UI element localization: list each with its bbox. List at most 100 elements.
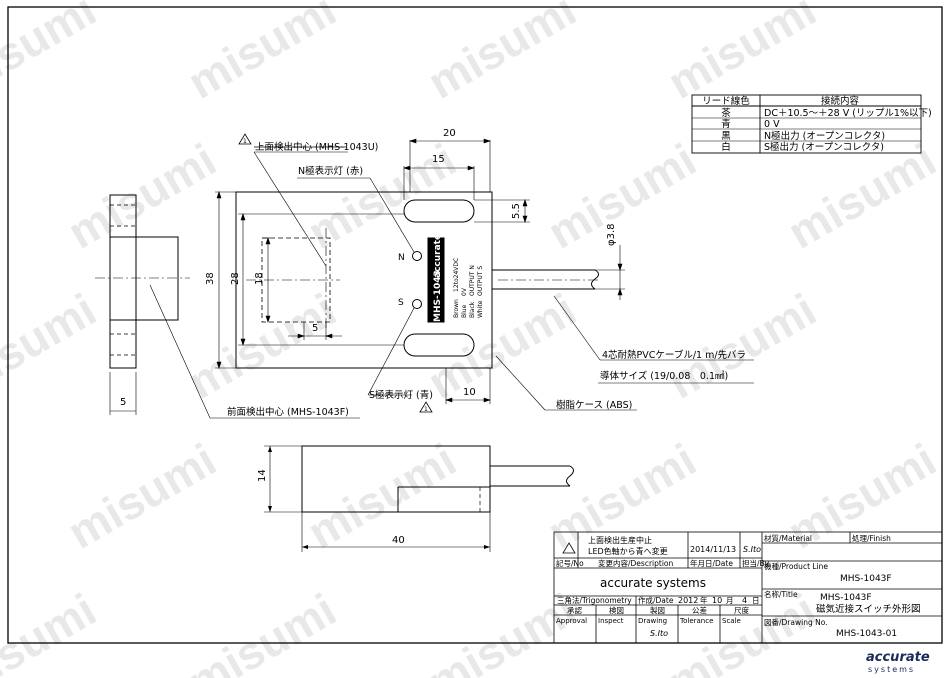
- table-cell: DC＋10.5～＋28 V (リップル1%以下): [764, 108, 932, 119]
- wire-label: 0V: [461, 287, 468, 296]
- product-label: 機種/Product Line: [764, 561, 828, 571]
- wire-label: Blue: [461, 304, 468, 318]
- title-label: 名称/Title: [764, 589, 798, 599]
- created-day-unit: 日: [752, 596, 760, 605]
- dim-15: 15: [432, 154, 445, 165]
- logo-bottom: systems: [868, 665, 915, 674]
- revision-by: S.Ito: [743, 545, 761, 554]
- material-label: 材質/Material: [764, 533, 812, 543]
- dim-40: 40: [392, 535, 405, 546]
- dim-5-5: 5.5: [511, 203, 522, 219]
- created-month: 10: [712, 596, 722, 605]
- title-name: 磁気近接スイッチ外形図: [816, 603, 921, 615]
- table-cell: 黒: [721, 131, 731, 142]
- created-year-unit: 年: [700, 595, 708, 605]
- table-cell: S極出力 (オープンコレクタ): [764, 141, 884, 153]
- warning-number: 1: [243, 138, 247, 145]
- s-pole-mark: S: [398, 298, 404, 308]
- company-name: accurate systems: [600, 576, 706, 590]
- dim-side-5: 5: [120, 397, 126, 408]
- body-label-brand: accurate: [433, 234, 443, 278]
- watermark-text: misumi: [59, 133, 224, 259]
- watermark-text: misumi: [659, 0, 824, 109]
- label-n-lamp: N極表示灯 (赤): [298, 165, 363, 177]
- created-label: 作成/Date: [638, 595, 674, 605]
- table-cell: N極出力 (オープンコレクタ): [764, 130, 885, 142]
- wire-label: White: [477, 300, 484, 318]
- warning-number: 1: [424, 406, 428, 413]
- watermark-text: misumi: [419, 0, 584, 109]
- role-jp: 検図: [609, 605, 624, 615]
- dim-18: 18: [254, 272, 265, 285]
- dim-5: 5: [312, 323, 318, 334]
- watermark-text: misumi: [299, 433, 464, 559]
- label-s-lamp: S極表示灯 (青): [369, 389, 433, 401]
- role-jp: 公差: [692, 605, 707, 615]
- logo-top: accurate: [866, 650, 930, 665]
- created-month-unit: 月: [726, 596, 734, 605]
- table-cell: 青: [721, 118, 731, 130]
- role-jp: 製図: [650, 605, 665, 615]
- wire-label: Brown: [453, 299, 460, 318]
- rev-header: 担当/By: [742, 558, 770, 568]
- side-view: [95, 194, 190, 415]
- bottom-view: [264, 445, 574, 552]
- label-cable: 4芯耐熱PVCケーブル/1 m/先バラ: [602, 349, 746, 361]
- watermark-text: misumi: [0, 583, 104, 678]
- title-block: [553, 531, 943, 644]
- table-header-connection: 接続内容: [821, 95, 860, 107]
- label-front-center: 前面検出中心 (MHS-1043F): [227, 406, 349, 418]
- watermark-text: misumi: [0, 283, 104, 409]
- dim-10: 10: [463, 387, 476, 398]
- revision-note: LED色軸から青へ変更: [588, 546, 668, 556]
- table-cell: 白: [721, 141, 731, 153]
- rev-header: 記号/No: [556, 558, 584, 568]
- created-year: 2012: [678, 596, 698, 605]
- dim-20: 20: [443, 128, 456, 139]
- dim-14: 14: [257, 469, 268, 482]
- table-cell: 茶: [721, 107, 731, 119]
- accurate-systems-logo: accurate systems: [866, 650, 930, 674]
- dimension-lines: [215, 138, 625, 404]
- watermark-text: misumi: [659, 283, 824, 409]
- wire-label: OUTPUT N: [469, 265, 476, 296]
- leader-lines: [149, 151, 754, 419]
- product-value: MHS-1043F: [840, 574, 892, 584]
- role-en: Inspect: [598, 617, 624, 625]
- role-en: Approval: [556, 617, 587, 625]
- label-case: 樹脂ケース (ABS): [556, 399, 632, 411]
- wire-label: OUTPUT S: [477, 266, 484, 296]
- watermark-text: misumi: [59, 433, 224, 559]
- wire-label: 12to24VDC: [453, 258, 460, 292]
- body-label: MHS-1043 accurate Brown 12to24VDC Blue 0…: [398, 234, 484, 322]
- created-day: 4: [742, 596, 747, 605]
- revision-note: 上面検出生産中止: [588, 535, 652, 545]
- wire-label: Black: [469, 301, 476, 318]
- label-conductor: 導体サイズ (19/0.08 0.1㎟): [600, 370, 728, 382]
- role-en: Tolerance: [679, 617, 713, 625]
- revision-date: 2014/11/13: [690, 545, 736, 554]
- title-model: MHS-1043F: [820, 593, 872, 603]
- trigonometry-label: 三角法/Trigonometry: [557, 595, 632, 605]
- finish-label: 処理/Finish: [852, 533, 891, 543]
- role-en: Scale: [722, 617, 741, 625]
- role-en: Drawing: [638, 617, 667, 625]
- front-view: [235, 140, 600, 369]
- role-jp: 承認: [567, 605, 582, 615]
- dim-phi-3-8: φ3.8: [606, 224, 617, 247]
- rev-header: 変更内容/Description: [598, 558, 673, 568]
- watermark-text: misumi: [179, 583, 344, 678]
- drawing-border: [7, 6, 943, 644]
- watermark-text: misumi: [179, 0, 344, 109]
- watermark-text: misumi: [539, 133, 704, 259]
- rev-header: 年月日/Date: [690, 558, 733, 568]
- n-pole-mark: N: [398, 253, 405, 263]
- table-header-color: リード線色: [702, 95, 750, 107]
- lead-wire-table: リード線色 接続内容 茶 DC＋10.5～＋28 V (リップル1%以下) 青 …: [691, 94, 932, 154]
- title-block-text: 上面検出生産中止 LED色軸から青へ変更 2014/11/13 S.Ito 記号…: [556, 533, 921, 639]
- dim-38: 38: [205, 272, 216, 285]
- role-jp: 尺度: [734, 605, 749, 615]
- body-label-model: MHS-1043: [433, 270, 443, 322]
- dim-28: 28: [230, 272, 241, 285]
- table-cell: 0 V: [764, 119, 780, 130]
